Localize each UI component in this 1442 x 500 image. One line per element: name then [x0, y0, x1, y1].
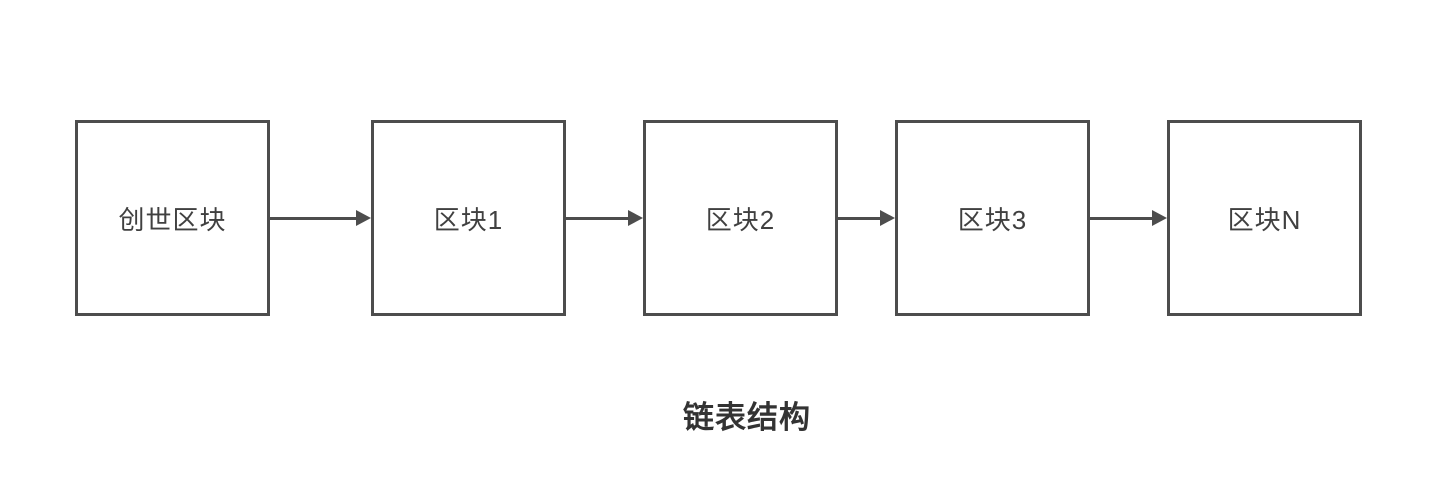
arrow-right-icon: [838, 210, 895, 226]
arrow-right-icon: [270, 210, 371, 226]
block-n: 区块N: [1167, 120, 1362, 316]
arrow-head: [356, 210, 371, 226]
arrow-right-icon: [566, 210, 643, 226]
block-2-label: 区块2: [705, 204, 776, 235]
block-1-label: 区块1: [433, 204, 504, 235]
arrow-line: [270, 216, 358, 220]
arrow-head: [628, 210, 643, 226]
arrow-line: [566, 216, 630, 220]
block-n-label: 区块N: [1227, 204, 1302, 235]
block-genesis-label: 创世区块: [118, 204, 227, 235]
block-genesis: 创世区块: [75, 120, 270, 316]
block-2: 区块2: [643, 120, 838, 316]
arrow-head: [880, 210, 895, 226]
diagram-caption: 链表结构: [683, 400, 811, 435]
arrow-line: [838, 216, 882, 220]
arrow-line: [1090, 216, 1154, 220]
arrow-head: [1152, 210, 1167, 226]
block-3: 区块3: [895, 120, 1090, 316]
block-3-label: 区块3: [957, 204, 1028, 235]
arrow-right-icon: [1090, 210, 1167, 226]
block-1: 区块1: [371, 120, 566, 316]
